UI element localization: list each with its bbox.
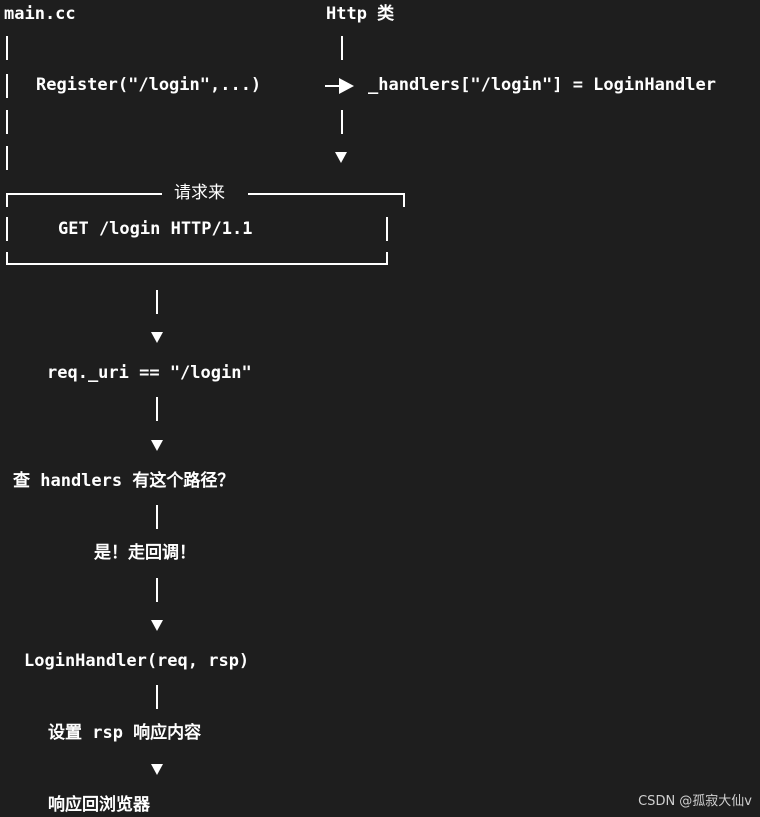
arrow-down-icon: [335, 152, 347, 163]
box-corner-bl: [6, 252, 8, 264]
http-line-1: [341, 36, 343, 60]
main-cc-line-3: [6, 110, 8, 134]
handler-call: LoginHandler(req, rsp): [24, 651, 250, 671]
request-title: 请求来: [174, 183, 225, 203]
box-corner-tr: [403, 193, 405, 207]
flow-line-5: [156, 685, 158, 709]
request-line: GET /login HTTP/1.1: [58, 219, 253, 239]
lookup-question: 查 handlers 有这个路径？: [13, 471, 235, 491]
box-corner-br: [386, 252, 388, 264]
respond-to-browser: 响应回浏览器: [48, 795, 150, 815]
http-line-2: [341, 110, 343, 134]
arrow-down-icon: [151, 620, 163, 631]
handlers-assign: _handlers["/login"] = LoginHandler: [368, 75, 716, 95]
main-cc-line-1: [6, 36, 8, 60]
arrow-right-icon: [339, 78, 354, 94]
box-top-left: [6, 193, 162, 195]
http-class-label: Http 类: [326, 4, 395, 24]
flow-line-1: [156, 290, 158, 314]
flow-line-4: [156, 578, 158, 602]
box-corner-tl: [6, 193, 8, 207]
arrow-down-icon: [151, 764, 163, 775]
yes-callback: 是！走回调！: [94, 543, 196, 563]
set-response: 设置 rsp 响应内容: [48, 723, 202, 743]
box-right: [386, 217, 388, 241]
main-cc-line-2: [6, 74, 8, 98]
arrow-down-icon: [151, 440, 163, 451]
arrow-shaft: [325, 85, 339, 87]
main-cc-line-4: [6, 146, 8, 170]
flow-line-3: [156, 505, 158, 529]
arrow-down-icon: [151, 332, 163, 343]
box-bottom: [6, 263, 388, 265]
watermark: CSDN @孤寂大仙v: [638, 794, 752, 809]
register-call: Register("/login",...): [36, 75, 262, 95]
box-left: [6, 217, 8, 241]
main-cc-label: main.cc: [4, 4, 76, 24]
flow-line-2: [156, 397, 158, 421]
uri-check: req._uri == "/login": [47, 363, 252, 383]
box-top-right: [248, 193, 405, 195]
